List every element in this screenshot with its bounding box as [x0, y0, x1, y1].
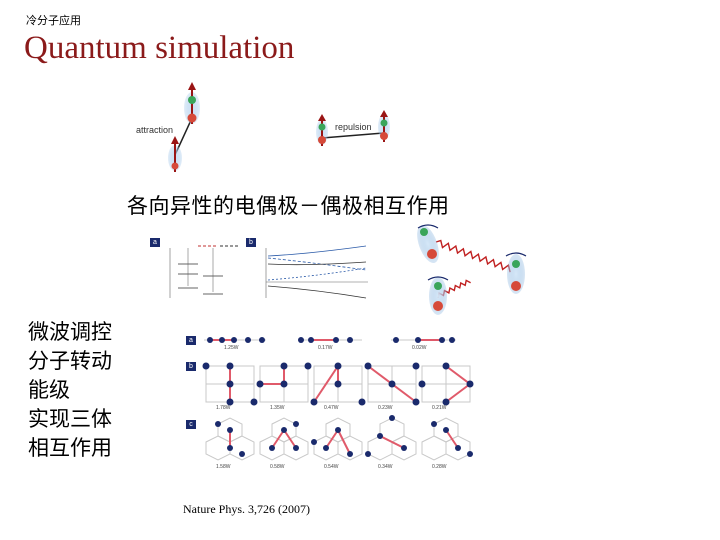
side-text-line-1: 微波调控 — [28, 320, 112, 344]
energy-label-b4: 0.23W — [378, 405, 393, 411]
side-text-line-5: 相互作用 — [28, 436, 112, 460]
attraction-label: attraction — [136, 125, 174, 135]
energy-level-svg — [169, 245, 368, 299]
repulsion-label: repulsion — [335, 122, 372, 132]
energy-label-c1: 1.58W — [216, 464, 231, 470]
interaction-bonds — [210, 339, 471, 455]
energy-label-c2: 0.58W — [270, 464, 285, 470]
lattice-svg — [202, 337, 474, 461]
side-text-line-3: 能级 — [28, 378, 70, 402]
side-text-line-4: 实现三体 — [28, 407, 112, 431]
three-body-svg — [417, 224, 527, 315]
dipole-interaction-figure: attraction repulsion — [130, 80, 410, 180]
molecule-attraction-lower — [168, 136, 182, 172]
molecule-attraction-upper — [184, 82, 200, 124]
energy-label-b5: 0.21W — [432, 405, 447, 411]
energy-label-b2: 1.35W — [270, 405, 285, 411]
energy-level-figure: a b — [148, 236, 372, 306]
lattice-sites — [202, 337, 474, 457]
spring-upper — [435, 239, 511, 273]
repulsion-bond — [321, 132, 385, 139]
three-body-figure — [408, 220, 538, 320]
page-title: Quantum simulation — [24, 30, 295, 66]
side-description: 微波调控 分子转动 能级 实现三体 相互作用 — [28, 318, 138, 463]
energy-label-c3: 0.54W — [324, 464, 339, 470]
energy-label-c5: 0.28W — [432, 464, 447, 470]
molecule-three-body-right — [505, 252, 527, 294]
energy-label-a1: 1.25W — [224, 345, 239, 351]
panel-tag-lattice-a: a — [186, 336, 196, 345]
energy-label-a2: 0.17W — [318, 345, 333, 351]
panel-tag-lattice-c: c — [186, 420, 196, 429]
panel-tag-level-b: b — [246, 238, 256, 247]
molecule-repulsion-left — [316, 114, 328, 146]
panel-tag-lattice-b: b — [186, 362, 196, 371]
dipole-figure-svg — [168, 82, 390, 172]
energy-label-b3: 0.47W — [324, 405, 339, 411]
molecule-repulsion-right — [378, 110, 390, 142]
energy-label-b1: 1.78W — [216, 405, 231, 411]
energy-label-c4: 0.34W — [378, 464, 393, 470]
energy-label-a3: 0.02W — [412, 345, 427, 351]
panel-tag-level-a: a — [150, 238, 160, 247]
figure-caption: 各向异性的电偶极－偶极相互作用 — [127, 194, 450, 218]
lattice-figure: a b c — [186, 326, 476, 472]
citation: Nature Phys. 3,726 (2007) — [183, 502, 310, 516]
side-text-line-2: 分子转动 — [28, 349, 112, 373]
molecule-three-body-top — [417, 224, 439, 264]
molecule-three-body-bottom — [427, 276, 449, 315]
section-header: 冷分子应用 — [26, 14, 81, 27]
